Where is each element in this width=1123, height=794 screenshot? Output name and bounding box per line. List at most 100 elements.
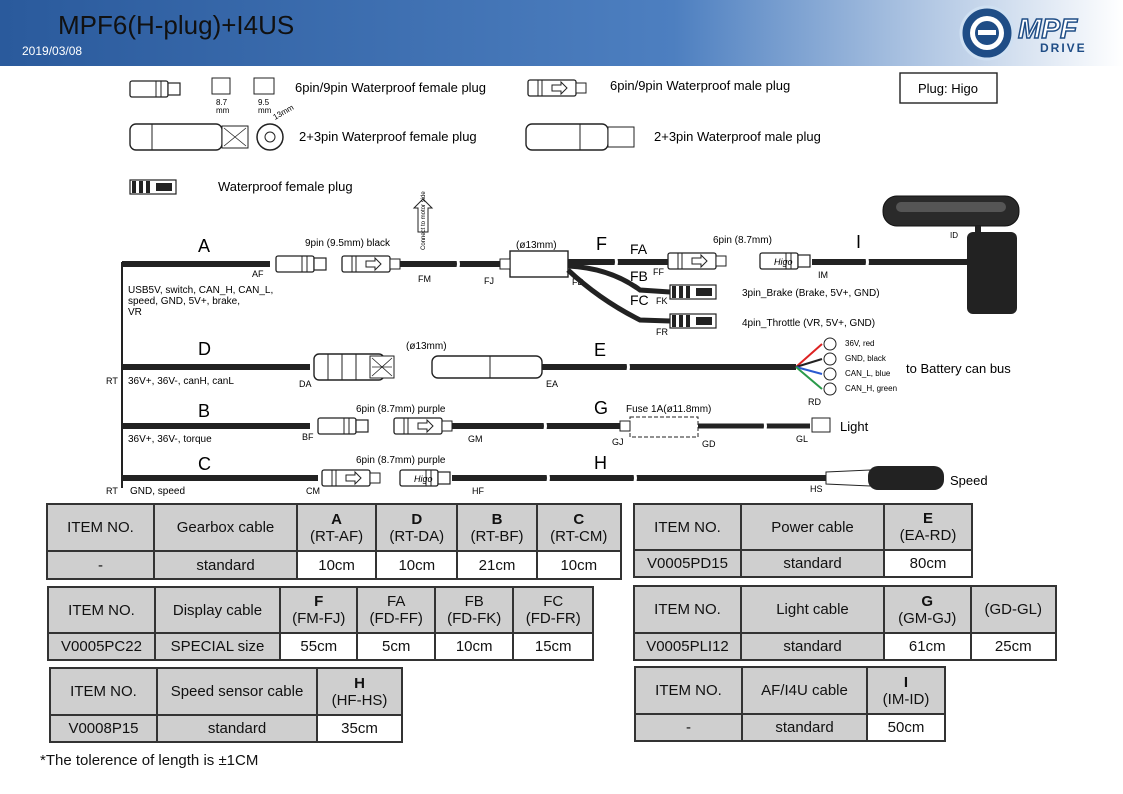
length-value: 25cm (969, 632, 1058, 661)
svg-text:2+3pin Waterproof female plug: 2+3pin Waterproof female plug (299, 129, 477, 144)
cable-d: D (ø13mm) 36V+, 36V-, canH, canL RT DA (106, 339, 447, 389)
svg-text:36V+, 36V-, torque: 36V+, 36V-, torque (128, 434, 212, 445)
svg-text:GM: GM (468, 434, 483, 444)
svg-text:36V, red: 36V, red (845, 339, 875, 348)
item-no-value: V0008P15 (49, 714, 158, 743)
length-col-g: G(GM-GJ) (883, 585, 972, 634)
cable-h: H HS Speed (452, 453, 988, 494)
svg-text:6pin (8.7mm) purple: 6pin (8.7mm) purple (356, 455, 446, 466)
mpf-drive-logo: MPF DRIVE (959, 5, 1085, 61)
connect-motor-side-arrow: Connect to motor side (412, 191, 434, 250)
cable-type: standard (153, 550, 298, 580)
svg-text:FR: FR (656, 327, 668, 337)
cable-fa: Higo FA 6pin (8.7mm) FF IM I (568, 232, 966, 280)
length-col-fb: FB(FD-FK) (433, 586, 515, 634)
svg-text:G: G (594, 398, 608, 418)
svg-text:13mm: 13mm (272, 103, 296, 122)
item-no-value: V0005PD15 (633, 549, 742, 578)
svg-text:GJ: GJ (612, 437, 624, 447)
cable-name: Light cable (740, 585, 885, 634)
length-col-gd-gl: (GD-GL) (969, 585, 1058, 634)
length-value: 10cm (295, 550, 378, 580)
svg-text:speed, GND, 5V+, brake,: speed, GND, 5V+, brake, (128, 296, 240, 307)
cable-fc: FC FR 4pin_Throttle (VR, 5V+, GND) (566, 268, 875, 337)
svg-text:FC: FC (630, 292, 649, 308)
svg-text:I: I (856, 232, 861, 252)
cable-type: SPECIAL size (154, 632, 281, 661)
svg-text:AF: AF (252, 269, 264, 279)
cable-b: B 6pin (8.7mm) purple 36V+, 36V-, torque… (122, 401, 620, 445)
svg-text:HF: HF (472, 486, 484, 496)
item-no-header: ITEM NO. (49, 667, 158, 716)
svg-text:9pin (9.5mm) black: 9pin (9.5mm) black (305, 238, 391, 249)
svg-text:9.5: 9.5 (258, 98, 270, 107)
length-value: 50cm (866, 713, 946, 742)
svg-text:mm: mm (216, 106, 230, 115)
length-col-c: C(RT-CM) (535, 503, 623, 552)
cable-f-splitter: (ø13mm) FJ FD F (484, 234, 607, 287)
display-unit: ID (882, 195, 1020, 314)
legend-male-6-9pin: 6pin/9pin Waterproof male plug (527, 78, 790, 97)
svg-text:DA: DA (299, 379, 312, 389)
item-no-header: ITEM NO. (633, 585, 742, 634)
page-title: MPF6(H-plug)+I4US (58, 10, 295, 40)
cable-a: A 9pin (9.5mm) black AF FM USB5V, switch… (122, 236, 500, 318)
svg-text:FJ: FJ (484, 276, 494, 286)
svg-text:FA: FA (630, 241, 648, 257)
legend-male-2-3pin: 2+3pin Waterproof male plug (525, 123, 821, 151)
svg-text:RT: RT (106, 376, 118, 386)
svg-text:MPF: MPF (1018, 13, 1078, 44)
svg-text:GL: GL (796, 434, 808, 444)
svg-text:6pin (8.7mm) purple: 6pin (8.7mm) purple (356, 404, 446, 415)
length-value: 10cm (433, 632, 515, 661)
length-col-f: F(FM-FJ) (278, 586, 359, 634)
cable-type: standard (740, 632, 885, 661)
svg-text:CM: CM (306, 486, 320, 496)
svg-text:FF: FF (653, 267, 664, 277)
length-col-b: B(RT-BF) (456, 503, 538, 552)
cable-e: E EA RD 36V, red GND, black CAN_L, blue … (431, 337, 1011, 407)
length-value: 10cm (375, 550, 459, 580)
svg-text:HS: HS (810, 484, 823, 494)
item-no-header: ITEM NO. (46, 503, 155, 552)
header-bar: MPF6(H-plug)+I4US 2019/03/08 MPF DRIVE (0, 0, 1123, 66)
svg-text:mm: mm (258, 106, 272, 115)
cable-break-marks (455, 255, 869, 485)
svg-text:Higo: Higo (414, 474, 433, 484)
svg-text:Connect to motor side: Connect to motor side (421, 191, 427, 250)
svg-text:ID: ID (950, 231, 958, 240)
svg-text:Higo: Higo (774, 257, 793, 267)
length-value: 80cm (883, 549, 973, 578)
svg-text:Plug: Higo: Plug: Higo (918, 81, 978, 96)
length-col-fc: FC(FD-FR) (512, 586, 594, 634)
item-no-header: ITEM NO. (634, 666, 743, 715)
item-no-header: ITEM NO. (633, 503, 742, 551)
svg-text:CAN_H, green: CAN_H, green (845, 384, 897, 393)
cable-name: Display cable (154, 586, 281, 634)
svg-text:Light: Light (840, 419, 869, 434)
svg-text:Speed: Speed (950, 473, 988, 488)
svg-text:Waterproof female plug: Waterproof female plug (218, 179, 353, 194)
length-value: 61cm (883, 632, 972, 661)
svg-text:F: F (596, 234, 607, 254)
gearbox-cable-table: ITEM NO. Gearbox cable A(RT-AF) D(RT-DA)… (46, 503, 623, 580)
length-value: 15cm (512, 632, 594, 661)
speed-sensor-cable-table: ITEM NO. Speed sensor cable H(HF-HS) V00… (49, 667, 403, 743)
svg-text:B: B (198, 401, 210, 421)
svg-text:36V+, 36V-, canH, canL: 36V+, 36V-, canH, canL (128, 376, 234, 387)
cable-type: standard (740, 549, 885, 578)
cable-name: Speed sensor cable (156, 667, 318, 716)
svg-text:EA: EA (546, 379, 558, 389)
svg-text:6pin/9pin Waterproof male plug: 6pin/9pin Waterproof male plug (610, 78, 790, 93)
cable-name: Power cable (740, 503, 885, 551)
svg-text:GND, black: GND, black (845, 354, 887, 363)
svg-text:BF: BF (302, 432, 314, 442)
af-i4u-cable-table: ITEM NO. AF/I4U cable I(IM-ID) - standar… (634, 666, 946, 742)
svg-text:6pin (8.7mm): 6pin (8.7mm) (713, 235, 772, 246)
length-value: 21cm (456, 550, 538, 580)
svg-text:2+3pin Waterproof male plug: 2+3pin Waterproof male plug (654, 129, 821, 144)
svg-text:C: C (198, 454, 211, 474)
power-cable-table: ITEM NO. Power cable E(EA-RD) V0005PD15 … (633, 503, 973, 578)
length-col-fa: FA(FD-FF) (356, 586, 436, 634)
svg-text:CAN_L, blue: CAN_L, blue (845, 369, 891, 378)
